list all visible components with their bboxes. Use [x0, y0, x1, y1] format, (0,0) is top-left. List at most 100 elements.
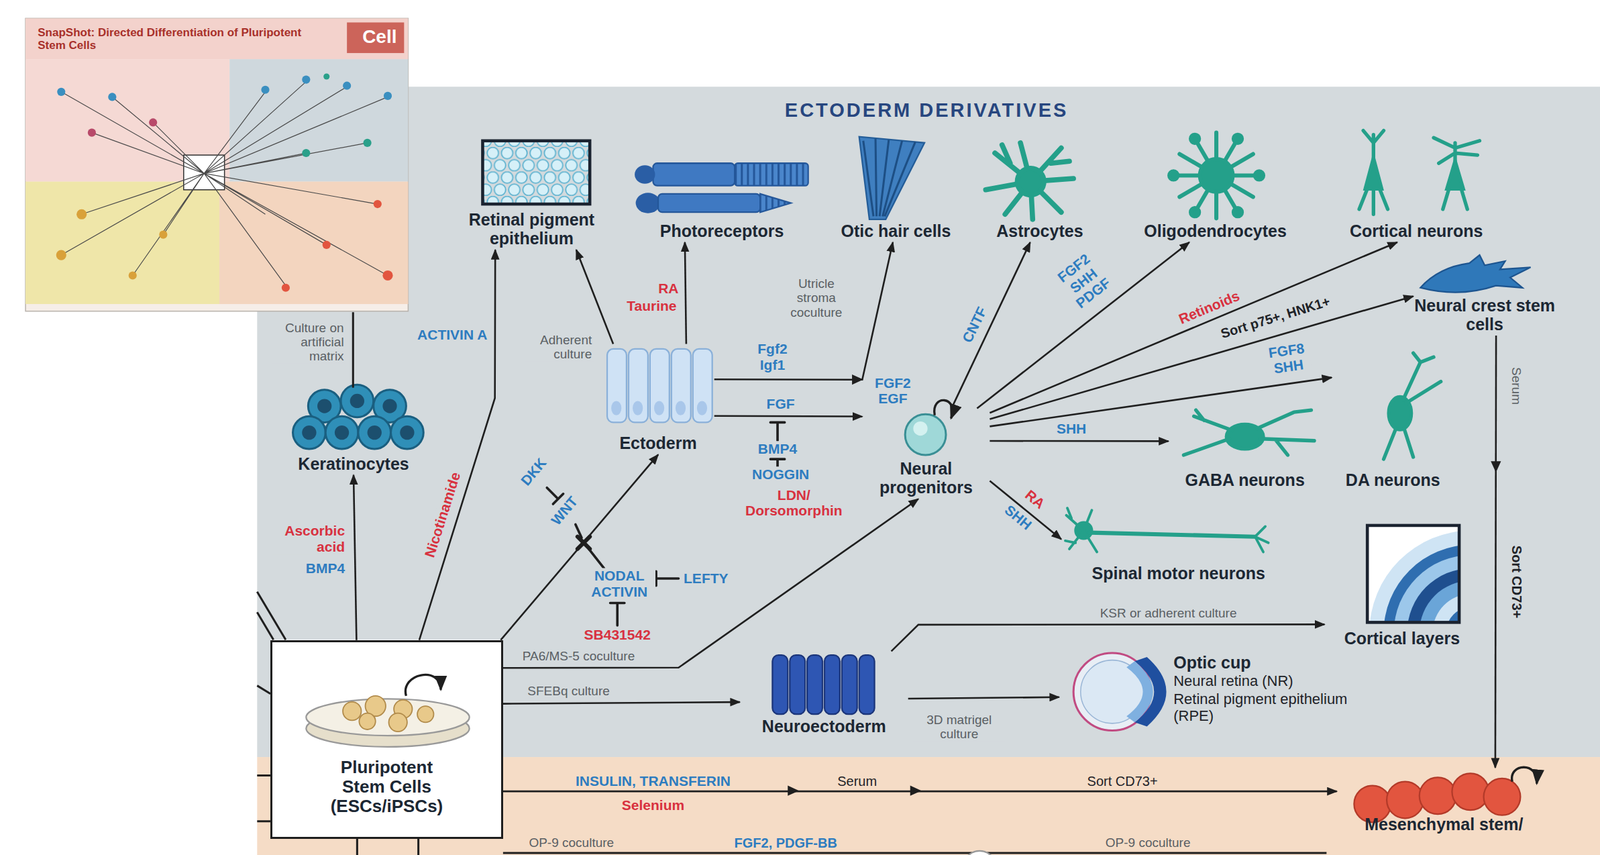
- progenitor-icon: [904, 399, 953, 455]
- annotation-label-wrap: OP-9 coculture: [515, 835, 628, 850]
- annotation-label-wrap: OP-9 coculture: [1092, 835, 1205, 850]
- poster-title: SnapShot: Directed Differentiation of Pl…: [35, 26, 332, 52]
- arrow-connector: [576, 249, 614, 344]
- annotation-label: Taurine: [624, 298, 679, 315]
- annotation-label: ACTIVIN A: [415, 326, 490, 343]
- cell-type-node: Neuroectoderm: [739, 650, 909, 737]
- rpe-icon: [482, 140, 590, 204]
- cell-type-node: Spinal motor neurons: [1061, 501, 1297, 584]
- annotation-label-wrap: Utricle stroma coculture: [784, 276, 848, 320]
- cell-type-node: Keratinocytes: [278, 389, 429, 475]
- inhibition-marks: [546, 421, 785, 626]
- da-neuron-icon: [1383, 352, 1442, 459]
- node-label: Photoreceptors: [637, 221, 807, 241]
- node-label: Pluripotent Stem Cells (ESCs/iPSCs): [322, 757, 451, 816]
- annotation-label-wrap: Sort CD73+: [1508, 525, 1524, 638]
- reagent-label: KSR or adherent culture: [1098, 606, 1240, 621]
- side-lines: [256, 311, 1327, 855]
- reagent-label-wrap: FGF: [755, 396, 807, 413]
- reagent-label: Adherent culture: [524, 332, 594, 362]
- node-label: Retinal pigment epithelium: [448, 209, 614, 248]
- arrow-connector: [503, 701, 740, 704]
- node-label: Ectoderm: [601, 433, 714, 453]
- cell-type-node: Optic cupNeural retina (NR)Retinal pigme…: [1059, 652, 1361, 726]
- annotation-label: SB431542: [582, 626, 653, 643]
- reagent-label-wrap: RA: [650, 281, 681, 298]
- node-label: Spinal motor neurons: [1061, 563, 1297, 583]
- arrow-connector: [1495, 335, 1497, 768]
- annotation-label: Sort CD73+: [1508, 543, 1524, 620]
- annotation-label: LEFTY: [681, 570, 731, 588]
- annotation-label: NODAL ACTIVIN: [583, 568, 655, 600]
- annotation-label: Cell: [360, 26, 399, 47]
- annotation-label-wrap: Cell: [354, 26, 406, 47]
- annotation-label: ECTODERM DERIVATIVES: [782, 99, 1071, 121]
- arrow-connector: [951, 242, 1030, 408]
- reagent-label: FGF8 SHH: [1262, 339, 1313, 378]
- poster-title-wrap: SnapShot: Directed Differentiation of Pl…: [35, 26, 332, 52]
- motor-neuron-icon: [1065, 507, 1269, 552]
- node-label: Keratinocytes: [278, 454, 429, 473]
- annotation-label: Utricle stroma coculture: [784, 276, 848, 320]
- annotation-label-wrap: FGF2, PDGF-BB: [724, 835, 848, 850]
- cell-type-node: Oligodendrocytes: [1122, 133, 1309, 243]
- astrocyte-icon: [985, 142, 1074, 220]
- reagent-label: INSULIN, TRANSFERIN: [573, 772, 733, 789]
- reagent-label: 3D matrigel culture: [913, 712, 1005, 742]
- reagent-label: Serum: [1509, 364, 1524, 407]
- annotation-label-wrap: LDN/ Dorsomorphin: [737, 487, 850, 519]
- reagent-label-wrap: Fgf2 Igf1: [752, 341, 793, 373]
- gaba-neuron-icon: [1183, 409, 1315, 455]
- node-label: Otic hair cells: [819, 221, 973, 241]
- ectoderm-icon: [607, 348, 713, 422]
- arrow-connector: [714, 242, 893, 380]
- annotation-label: Culture on artificial matrix: [272, 320, 347, 364]
- cell-type-node: DA neurons: [1331, 348, 1455, 492]
- cell-type-node: Cortical neurons: [1329, 128, 1504, 243]
- annotation-label-wrap: Selenium: [607, 796, 700, 814]
- reagent-label: PA6/MS-5 coculture: [520, 648, 638, 663]
- cell-type-node: Photoreceptors: [637, 158, 807, 243]
- annotation-label: NOGGIN: [750, 466, 812, 484]
- annotation-label: OP-9 coculture: [1103, 835, 1193, 850]
- reagent-label: SHH: [1054, 420, 1089, 437]
- node-label: DA neurons: [1331, 470, 1455, 490]
- reagent-label: Fgf2 Igf1: [752, 341, 793, 373]
- annotation-label: FGF2, PDGF-BB: [732, 835, 840, 850]
- annotation-label: Serum: [835, 772, 879, 788]
- arrow-connector: [989, 480, 1062, 539]
- reagent-label: FGF: [764, 396, 797, 413]
- annotation-label-wrap: ECTODERM DERIVATIVES: [722, 99, 1131, 121]
- node-label: Astrocytes: [979, 221, 1100, 241]
- annotation-label: BMP4: [303, 560, 347, 577]
- node-label: Cortical neurons: [1329, 221, 1504, 241]
- annotation-label: OP-9 coculture: [526, 835, 616, 850]
- neural-crest-icon: [1420, 254, 1531, 293]
- annotation-label-wrap: SB431542: [576, 626, 659, 643]
- oligodendrocyte-icon: [1169, 132, 1264, 219]
- annotation-label-wrap: NODAL ACTIVIN: [583, 568, 655, 600]
- node-label: Cortical layers: [1324, 628, 1480, 648]
- annotation-label-wrap: LEFTY: [681, 570, 739, 588]
- arrow-connector: [989, 242, 1397, 413]
- node-label: Oligodendrocytes: [1122, 221, 1309, 241]
- annotation-label-wrap: BMP4: [752, 440, 804, 457]
- reagent-label-wrap: FGF8 SHH: [1262, 339, 1313, 378]
- arrow-connector: [503, 790, 1338, 793]
- arrow-connector: [908, 697, 1060, 699]
- mid-arrowheads: [787, 374, 1501, 796]
- poster-thumbnail: [25, 18, 408, 311]
- annotation-label-wrap: NOGGIN: [744, 466, 816, 484]
- arrow-connector: [976, 242, 1189, 408]
- reagent-label-wrap: Adherent culture: [524, 332, 594, 362]
- cell-type-node: Retinal pigment epithelium: [448, 138, 614, 250]
- partial-cell-icon: [963, 850, 997, 855]
- arrow-connector: [684, 242, 687, 345]
- annotation-label: LDN/ Dorsomorphin: [737, 487, 850, 519]
- cell-type-node: Neural crest stem cells: [1413, 254, 1557, 336]
- culture-dish-icon: [305, 674, 469, 746]
- annotation-label-wrap: Sort CD73+: [1065, 772, 1179, 788]
- annotation-label-wrap: BMP4: [291, 560, 347, 577]
- annotation-label-wrap: Culture on artificial matrix: [272, 320, 347, 364]
- annotation-label-wrap: FGF2 EGF: [872, 375, 914, 407]
